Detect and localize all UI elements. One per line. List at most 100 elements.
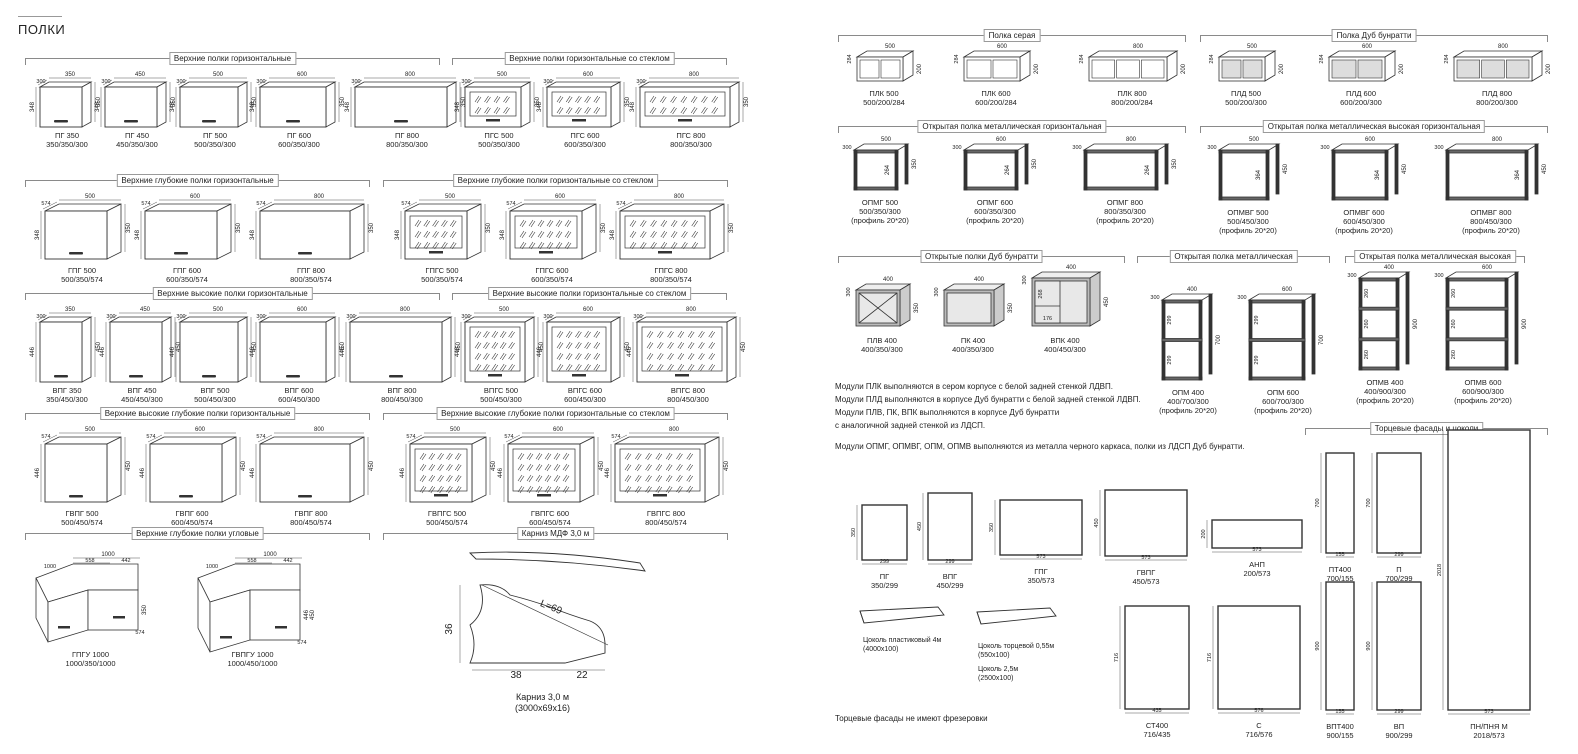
page-title: ПОЛКИ [18,22,66,37]
item-caption: ГВПГ 800 [294,509,328,518]
dimension-label: 300 [1207,145,1216,151]
dimension-label: 450 [126,460,132,471]
dimension-label: 600 [553,427,564,433]
item-caption: ПЛД 500 [1231,89,1261,98]
dimension-label: 300 [461,314,470,320]
module-note: с аналогичной задней стенкой из ЛДСП. [835,421,986,430]
dimension-label: 600 [195,427,206,433]
dimension-label: 446 [400,467,406,478]
item-caption: ПГС 600 [570,131,600,140]
dimension-label: 364 [1375,169,1381,180]
item-caption: 800/350/574 [290,275,332,284]
item-caption: ГВПГС 600 [530,509,570,518]
dimension-label: 800 [674,194,685,200]
item-caption: (4000х100) [863,646,899,653]
dimension-label: 300 [176,314,185,320]
section-title: Верхние высокие глубокие полки горизонта… [436,407,675,420]
dimension-label: 260 [1451,319,1457,328]
dimension-label: 299 [1394,552,1403,558]
item-caption: 400/450/300 [1044,345,1086,354]
facade-panel [1211,519,1303,549]
dimension-label: 260 [1451,350,1457,359]
item-caption: 900/299 [1385,731,1413,740]
item-caption: ВПТ400 [1326,722,1354,731]
dimension-label: 574 [256,201,265,207]
facade-panel [1376,581,1422,711]
item-caption: 600/450/574 [171,518,213,527]
dimension-label: 716 [1207,653,1213,662]
item-caption: ВПГС 800 [670,386,706,395]
module-note: Модули ПЛК выполняются в сером корпусе с… [835,382,1113,391]
item-caption: ПЛК 500 [869,89,899,98]
item-caption: (профиль 20*20) [1159,406,1217,415]
facade-panel [999,499,1083,556]
cabinet-drawing [144,203,232,260]
section-frame: Открытая полка металлическая высокая гор… [1200,120,1548,133]
module-note: Модули ПЛД выполняются в корпусе Дуб бун… [835,395,1141,404]
dimension-label: 364 [1515,169,1521,180]
item-caption: 350/573 [1027,576,1055,585]
item-caption: 1000/450/1000 [227,659,278,668]
dimension-label: 348 [630,101,636,112]
dimension-label: 300 [934,287,940,296]
dimension-label: 800 [1133,44,1144,50]
dimension-label: 574 [504,434,513,440]
item-caption: 800/450/300 [667,395,709,404]
dimension-label: 1000 [44,564,56,570]
item-caption: 2018/573 [1473,731,1505,740]
dimension-label: 284 [847,54,853,63]
dimension-label: 200 [1181,63,1187,74]
dimension-label: 300 [176,79,185,85]
item-caption: 800/350/300 [386,140,428,149]
dimension-label: 200 [1034,63,1040,74]
dimension-label: 450 [96,341,102,352]
cabinet-drawing [638,81,741,128]
dimension-label: 284 [1209,54,1215,63]
item-caption: 600/350/574 [166,275,208,284]
dimension-label: 200 [917,63,923,74]
item-caption: Цоколь пластиковый 4м [863,637,942,644]
dimension-label: 268 [1038,289,1044,298]
item-caption: ПГС 800 [676,131,706,140]
cabinet-drawing [409,436,487,503]
item-caption: ОПМГ 800 [1106,198,1144,207]
facade-panel [1376,452,1422,554]
item-caption: 1000/350/1000 [65,659,116,668]
item-caption: ОПМ 600 [1266,388,1300,397]
item-caption: 500/450/300 [1227,217,1269,226]
dimension-label: 350 [1172,158,1178,169]
dimension-label: 350 [340,96,346,107]
dimension-label: 600 [583,72,594,78]
section-frame: Карниз МДФ 3,0 м [383,527,728,540]
item-caption: ОПМВГ 800 [1470,208,1512,217]
dimension-label: 574 [41,201,50,207]
dimension-label: 576 [1254,708,1263,714]
dimension-label: 300 [1434,145,1443,151]
dimension-label: 450 [539,341,545,352]
item-caption: 500/450/300 [194,395,236,404]
plinth-svg [976,607,1057,625]
dimension-label: 446 [498,467,504,478]
dimension-label: 1000 [206,564,218,570]
dimension-label: 400 [1187,287,1198,293]
dimension-label: 348 [345,101,351,112]
item-caption: 716/435 [1143,730,1171,739]
